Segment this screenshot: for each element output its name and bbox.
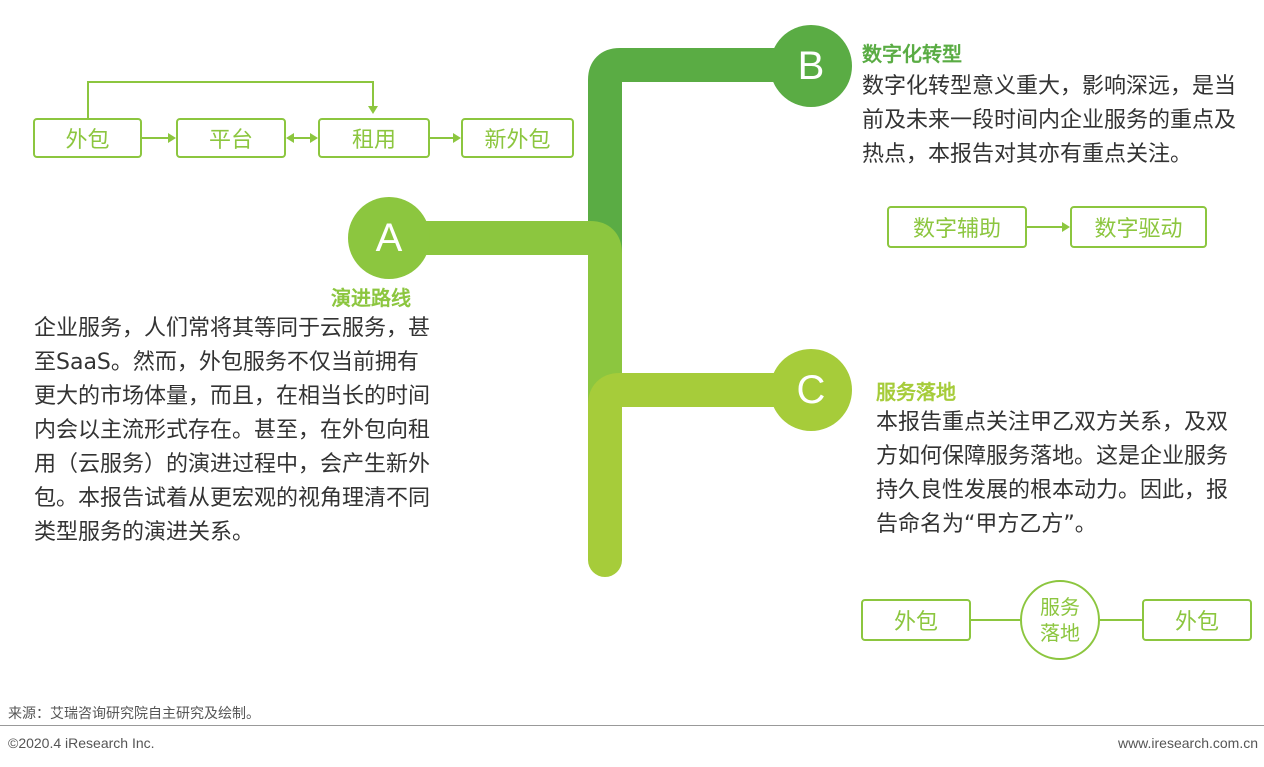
flow-c-left-label: 外包 xyxy=(893,610,938,635)
branch-b xyxy=(588,48,817,277)
flow-c-right-outsource: 外包 xyxy=(1142,599,1252,641)
flow-a-rental-label: 租用 xyxy=(351,128,396,153)
branch-c xyxy=(588,373,817,577)
section-a-title: 演进路线 xyxy=(331,286,411,310)
flow-a-new-outsource-label: 新外包 xyxy=(484,128,551,153)
circle-a: A xyxy=(348,197,430,279)
footer-divider xyxy=(0,725,1264,726)
flow-b-digital-drive-label: 数字驱动 xyxy=(1094,217,1183,242)
flow-c-service-landing: 服务落地 xyxy=(1020,580,1100,660)
flow-a-rental: 租用 xyxy=(318,118,430,158)
flow-a-loop-arrow xyxy=(87,81,374,118)
website: www.iresearch.com.cn xyxy=(1117,735,1258,751)
flow-a-new-outsource: 新外包 xyxy=(461,118,574,158)
section-c-title: 服务落地 xyxy=(876,380,956,404)
flow-c-right-label: 外包 xyxy=(1174,610,1219,635)
section-b-paragraph: 数字化转型意义重大，影响深远，是当前及未来一段时间内企业服务的重点及热点，本报告… xyxy=(862,74,1237,167)
flow-a-outsource: 外包 xyxy=(33,118,142,158)
section-b-title: 数字化转型 xyxy=(862,42,962,66)
flow-c-center-label: 服务落地 xyxy=(1040,595,1080,645)
circle-b: B xyxy=(770,25,852,107)
section-a-paragraph: 企业服务，人们常将其等同于云服务，甚至SaaS。然而，外包服务不仅当前拥有更大的… xyxy=(34,316,431,545)
copyright: ©2020.4 iResearch Inc. xyxy=(8,735,155,751)
branch-a xyxy=(373,221,622,437)
section-c-paragraph: 本报告重点关注甲乙双方关系，及双方如何保障服务落地。这是企业服务持久良性发展的根… xyxy=(876,410,1229,537)
circle-c: C xyxy=(770,349,852,431)
flow-a-platform: 平台 xyxy=(176,118,286,158)
flow-a-outsource-label: 外包 xyxy=(65,128,110,153)
flow-a-platform-label: 平台 xyxy=(208,128,253,153)
flow-b-digital-assist-label: 数字辅助 xyxy=(912,217,1001,242)
flow-c-left-outsource: 外包 xyxy=(861,599,971,641)
source-note: 来源：艾瑞咨询研究院自主研究及绘制。 xyxy=(8,706,260,722)
flow-b-digital-assist: 数字辅助 xyxy=(887,206,1027,248)
flow-b-digital-drive: 数字驱动 xyxy=(1070,206,1207,248)
